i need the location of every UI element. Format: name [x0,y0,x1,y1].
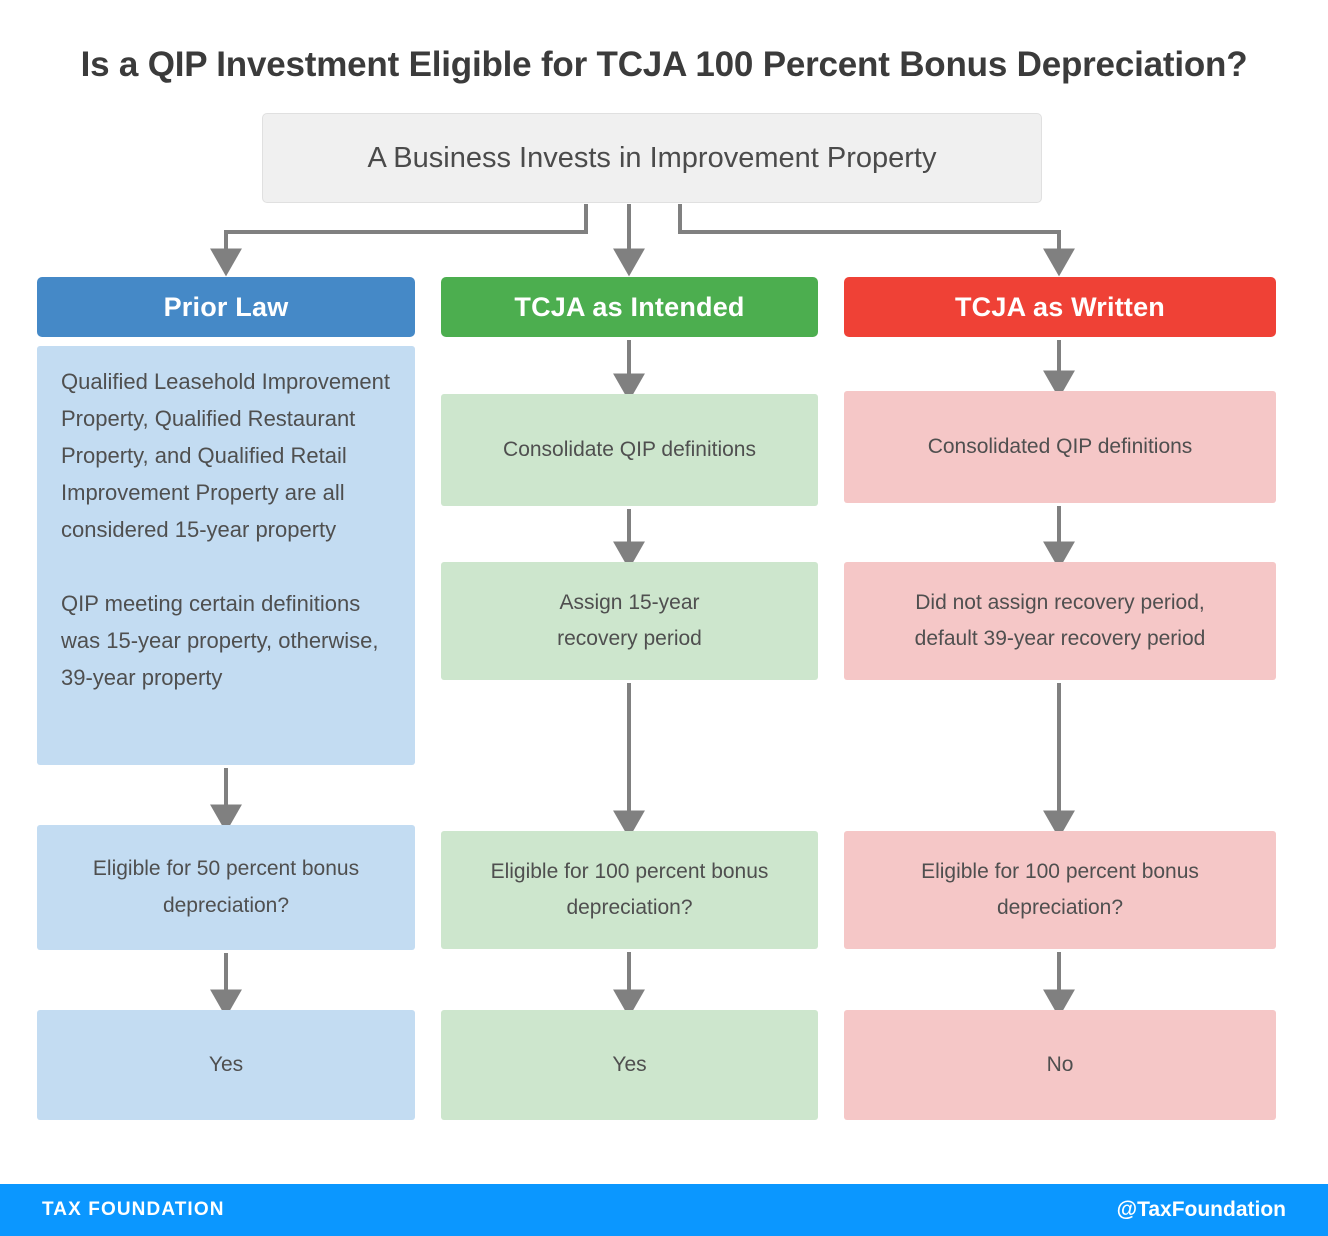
page-title: Is a QIP Investment Eligible for TCJA 10… [80,45,1248,85]
root-node-label: A Business Invests in Improvement Proper… [367,141,937,174]
node-written-question: Eligible for 100 percent bonus depreciat… [844,831,1276,949]
node-intended-question: Eligible for 100 percent bonus depreciat… [441,831,818,949]
column-tcja-as-intended: TCJA as Intended [441,277,818,337]
column-header-label: TCJA as Written [954,291,1166,322]
column-header-prior-law[interactable]: Prior Law [37,277,415,337]
node-written-step1: Consolidated QIP definitions [844,391,1276,503]
node-prior-law-question: Eligible for 50 percent bonus depreciati… [37,825,415,950]
node-intended-step2: Assign 15-year recovery period [441,562,818,680]
node-written-answer: No [844,1010,1276,1120]
footer-bar: TAX FOUNDATION @TaxFoundation [0,1184,1328,1236]
node-written-step2: Did not assign recovery period, default … [844,562,1276,680]
column-tcja-as-written: TCJA as Written [844,277,1276,337]
column-header-label: TCJA as Intended [514,291,745,322]
root-node-business-invests: A Business Invests in Improvement Proper… [262,113,1042,203]
node-intended-answer: Yes [441,1010,818,1120]
node-intended-step1: Consolidate QIP definitions [441,394,818,506]
node-prior-law-detail: Qualified Leasehold Improvement Property… [37,346,415,765]
column-header-tcja-as-written[interactable]: TCJA as Written [844,277,1276,337]
footer-social-handle[interactable]: @TaxFoundation [1116,1198,1286,1221]
node-prior-law-answer: Yes [37,1010,415,1120]
footer-brand: TAX FOUNDATION [42,1199,225,1220]
column-header-tcja-as-intended[interactable]: TCJA as Intended [441,277,818,337]
column-prior-law: Prior Law [37,277,415,337]
column-header-label: Prior Law [163,291,289,322]
